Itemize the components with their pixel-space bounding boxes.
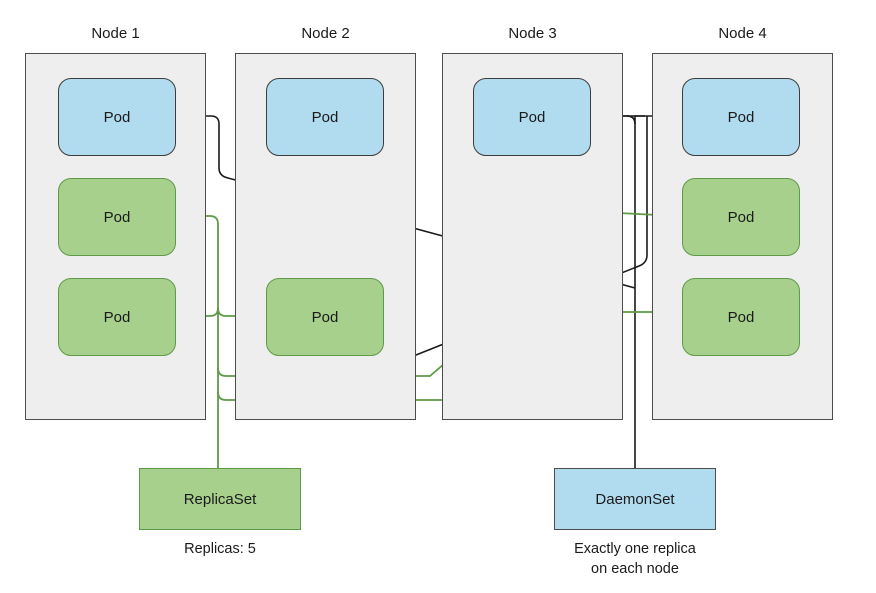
pod-label: Pod — [311, 108, 339, 126]
node-label-1: Node 1 — [91, 25, 140, 42]
pod-node2-daemonset[interactable]: Pod — [266, 78, 384, 156]
node-label-4: Node 4 — [718, 25, 767, 42]
pod-node2-replicaset-1[interactable]: Pod — [266, 278, 384, 356]
pod-label: Pod — [103, 208, 131, 226]
pod-node1-replicaset-1[interactable]: Pod — [58, 178, 176, 256]
daemonset-box[interactable]: DaemonSet — [554, 468, 716, 530]
pod-node1-replicaset-2[interactable]: Pod — [58, 278, 176, 356]
pod-node4-replicaset-1[interactable]: Pod — [682, 178, 800, 256]
node-label-3: Node 3 — [508, 25, 557, 42]
replicaset-box[interactable]: ReplicaSet — [139, 468, 301, 530]
pod-label: Pod — [727, 308, 755, 326]
replicaset-label: ReplicaSet — [183, 490, 257, 508]
daemonset-label: DaemonSet — [595, 490, 675, 508]
daemonset-caption: Exactly one replica on each node — [574, 541, 696, 577]
replicaset-caption: Replicas: 5 — [184, 541, 256, 557]
node-label-2: Node 2 — [301, 25, 350, 42]
pod-label: Pod — [103, 308, 131, 326]
pod-label: Pod — [727, 108, 755, 126]
pod-node3-daemonset[interactable]: Pod — [473, 78, 591, 156]
pod-node1-daemonset[interactable]: Pod — [58, 78, 176, 156]
pod-label: Pod — [518, 108, 546, 126]
pod-label: Pod — [103, 108, 131, 126]
pod-node4-replicaset-2[interactable]: Pod — [682, 278, 800, 356]
pod-label: Pod — [727, 208, 755, 226]
pod-label: Pod — [311, 308, 339, 326]
pod-node4-daemonset[interactable]: Pod — [682, 78, 800, 156]
